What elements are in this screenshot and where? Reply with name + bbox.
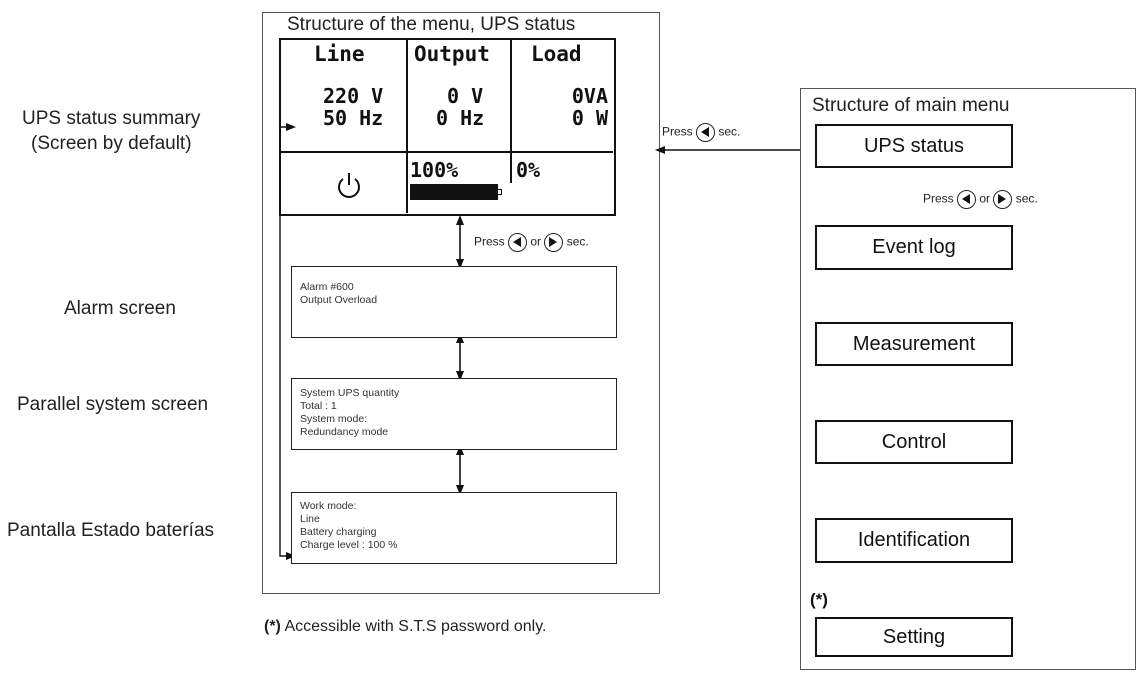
lcd-load-percent: 0% (516, 158, 541, 182)
label-parallel-system-screen: Parallel system screen (17, 394, 209, 415)
alarm-screen-line: Output Overload (300, 294, 378, 306)
press-hint-suffix: sec. (566, 234, 589, 249)
lcd-header-line: Line (314, 42, 365, 66)
label-alarm-screen: Alarm screen (64, 298, 176, 319)
parallel-screen-line: Total : 1 (300, 400, 337, 412)
battery-screen-line: Work mode: (300, 500, 357, 512)
lcd-header-load: Load (531, 42, 582, 66)
footnote-text: Accessible with S.T.S password only. (280, 618, 547, 635)
lcd-line-voltage: 220 V (323, 84, 384, 108)
lcd-battery-percent: 100% (410, 158, 459, 182)
main-menu-title: Structure of main menu (812, 95, 1010, 116)
lcd-output-voltage: 0 V (447, 84, 484, 108)
right-arrow-key-icon (544, 233, 564, 252)
press-hint-right-panel: Press or sec. (923, 190, 1038, 209)
press-hint-prefix: Press (923, 191, 954, 206)
footnote-mark: (*) (264, 618, 281, 635)
parallel-screen-line: System UPS quantity (300, 387, 400, 399)
link-hint-suffix: sec. (718, 124, 741, 139)
left-arrow-key-icon (508, 233, 528, 252)
menu-item-control[interactable]: Control (815, 420, 1013, 464)
lcd-output-frequency: 0 Hz (436, 106, 485, 130)
alarm-screen-line: Alarm #600 (300, 281, 354, 293)
label-ups-status-summary-line2: (Screen by default) (31, 133, 192, 154)
menu-item-event-log[interactable]: Event log (815, 225, 1013, 270)
menu-item-measurement[interactable]: Measurement (815, 322, 1013, 366)
label-battery-status-screen: Pantalla Estado baterías (7, 520, 215, 541)
press-hint-or: or (979, 191, 991, 206)
left-arrow-key-icon (696, 123, 716, 142)
battery-screen-line: Line (300, 513, 320, 525)
alarm-screen: Alarm #600 Output Overload (291, 266, 617, 338)
main-menu-panel (800, 88, 1136, 670)
menu-structure-title: Structure of the menu, UPS status (287, 14, 576, 35)
menu-item-setting[interactable]: Setting (815, 617, 1013, 657)
label-ups-status-summary: UPS status summary (Screen by default) (22, 106, 200, 156)
battery-screen-line: Battery charging (300, 526, 377, 538)
right-arrow-key-icon (993, 190, 1013, 209)
setting-restricted-marker: (*) (810, 590, 828, 609)
lcd-grid-lines (281, 40, 613, 213)
footnote: (*) Accessible with S.T.S password only. (264, 618, 546, 636)
press-hint-link: Press sec. (662, 123, 740, 142)
parallel-screen-line: Redundancy mode (300, 426, 389, 438)
lcd-status-screen: Line Output Load 220 V 50 Hz 0 V 0 Hz 0V… (279, 38, 616, 216)
lcd-header-output: Output (414, 42, 490, 66)
battery-icon (410, 184, 502, 200)
battery-tip (498, 189, 502, 195)
label-ups-status-summary-line1: UPS status summary (22, 108, 201, 129)
lcd-load-va: 0VA (571, 84, 608, 108)
battery-fill (411, 185, 497, 199)
parallel-system-screen: System UPS quantity Total : 1 System mod… (291, 378, 617, 450)
lcd-line-frequency: 50 Hz (323, 106, 384, 130)
press-hint-prefix: Press (474, 234, 505, 249)
power-icon (338, 173, 360, 198)
battery-screen-line: Charge level : 100 % (300, 539, 398, 551)
menu-item-ups-status[interactable]: UPS status (815, 124, 1013, 168)
press-hint-or: or (530, 234, 542, 249)
parallel-screen-line: System mode: (300, 413, 368, 425)
press-hint-suffix: sec. (1015, 191, 1038, 206)
press-hint-left-panel: Press or sec. (474, 233, 589, 252)
battery-status-screen: Work mode: Line Battery charging Charge … (291, 492, 617, 564)
lcd-load-watts: 0 W (571, 106, 608, 130)
left-arrow-key-icon (957, 190, 977, 209)
menu-item-identification[interactable]: Identification (815, 518, 1013, 563)
link-hint-prefix: Press (662, 124, 693, 139)
